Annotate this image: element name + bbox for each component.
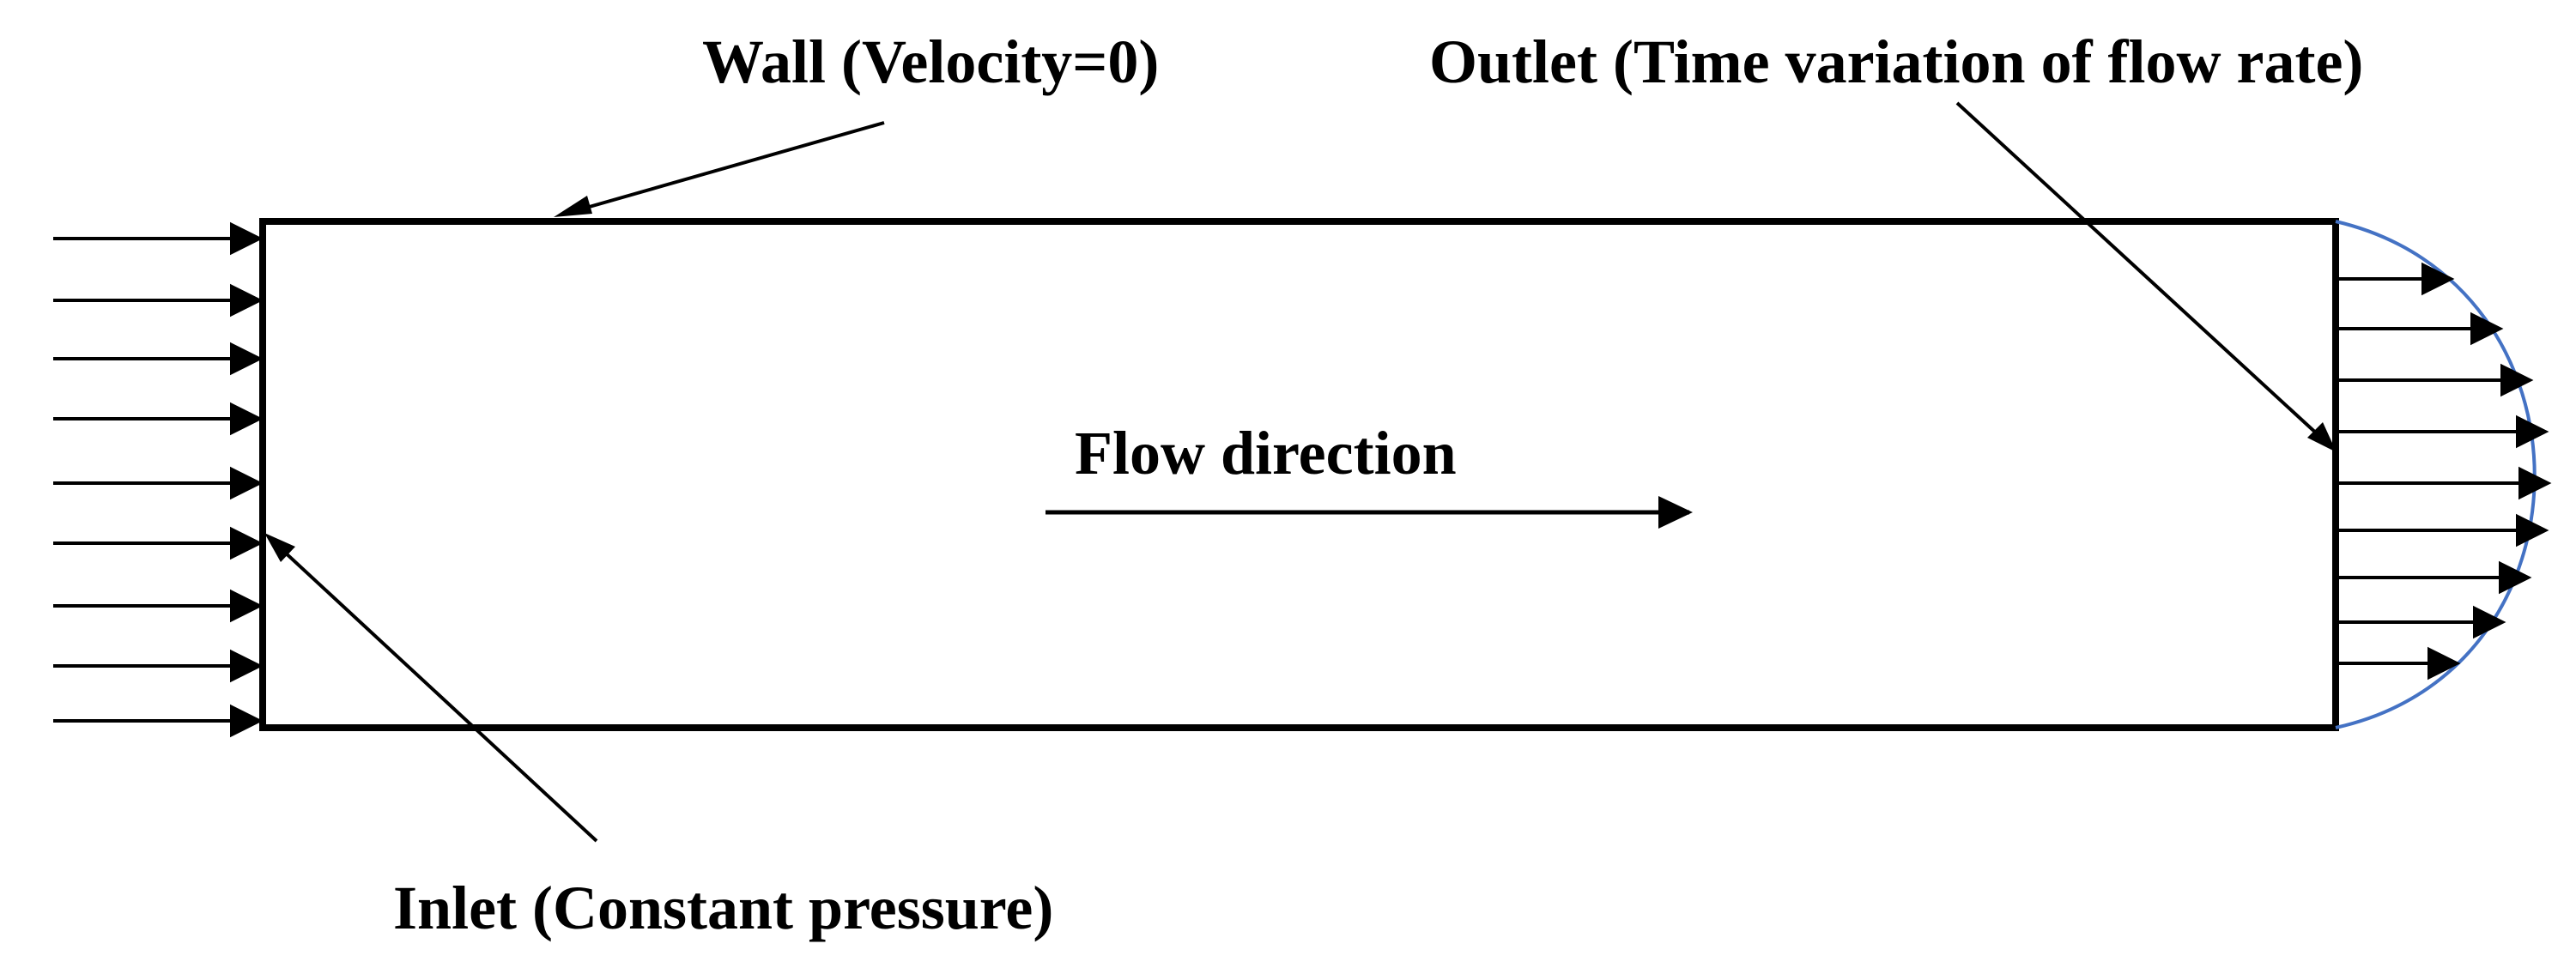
outlet-arrowhead [2516, 414, 2549, 449]
outlet-leader-arrowhead [2307, 422, 2337, 452]
wall-label: Wall (Velocity=0) [702, 27, 1159, 96]
outlet-arrowhead [2500, 363, 2534, 397]
inlet-leader-line [269, 537, 598, 843]
inlet-arrowhead [230, 589, 264, 623]
inlet-label: Inlet (Constant pressure) [393, 874, 1053, 942]
inlet-arrowhead [230, 342, 264, 376]
inlet-arrowhead [230, 402, 264, 436]
outlet-arrowhead [2499, 560, 2532, 595]
flow-direction-label: Flow direction [1075, 419, 1457, 487]
inlet-arrowhead [230, 221, 264, 256]
wall-leader-line [561, 121, 885, 216]
inlet-arrowhead [230, 704, 264, 738]
channel-domain [259, 218, 2339, 731]
outlet-leader-line [1955, 101, 2332, 448]
outlet-arrowhead [2516, 513, 2549, 547]
flow-direction-arrowhead [1658, 496, 1693, 529]
wall-leader-arrowhead [554, 196, 592, 217]
outlet-arrowhead [2518, 466, 2552, 500]
outlet-arrowhead [2421, 262, 2455, 296]
outlet-arrowhead [2473, 605, 2506, 639]
inlet-arrows [53, 221, 264, 738]
inlet-arrowhead [230, 526, 264, 560]
outlet-arrowhead [2470, 312, 2504, 346]
inlet-arrowhead [230, 283, 264, 318]
outlet-label: Outlet (Time variation of flow rate) [1429, 27, 2363, 96]
inlet-leader-arrowhead [264, 533, 295, 562]
outlet-arrows [2339, 262, 2552, 681]
inlet-arrowhead [230, 466, 264, 500]
inlet-arrowhead [230, 649, 264, 683]
outlet-arrowhead [2428, 646, 2461, 681]
